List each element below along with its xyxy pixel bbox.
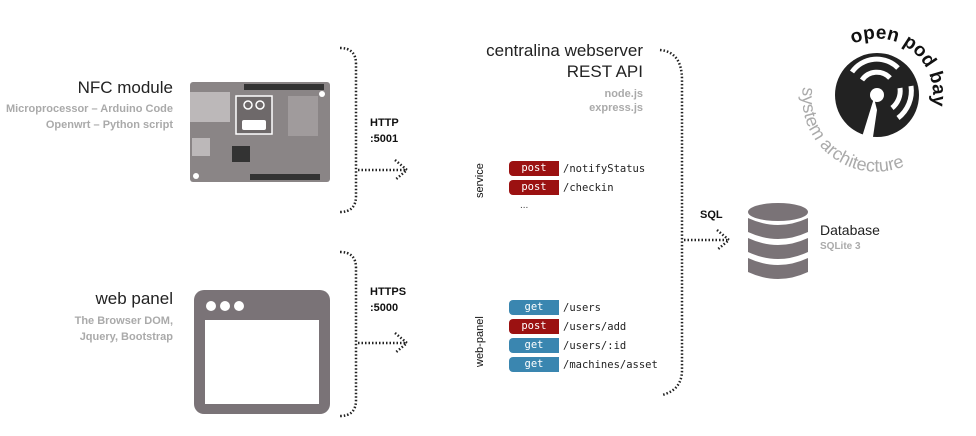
open-pod-bay-logo: open pod bay system architecture <box>798 22 949 175</box>
endpoint-path: /users <box>563 301 601 314</box>
bracket-web <box>339 250 358 418</box>
sql-label: SQL <box>700 209 723 221</box>
database-icon <box>748 203 808 279</box>
server-subtitle: REST API <box>566 62 643 81</box>
method-badge: get <box>509 357 559 372</box>
database-title: Database <box>820 222 880 238</box>
web-description: The Browser DOM, Jquery, Bootstrap <box>75 313 173 345</box>
endpoint-row[interactable]: get/machines/asset <box>509 357 658 372</box>
bracket-nfc <box>339 46 358 214</box>
method-badge: post <box>509 319 559 334</box>
tech-express: express.js <box>589 102 643 114</box>
http-port: :5001 <box>370 133 399 145</box>
service-label: service <box>474 163 486 198</box>
https-label: HTTPS :5000 <box>370 284 406 316</box>
browser-window-icon <box>194 290 330 414</box>
web-line2: Jquery, Bootstrap <box>79 331 173 343</box>
nfc-line2: Openwrt – Python script <box>45 119 173 131</box>
web-line1: The Browser DOM, <box>74 315 173 327</box>
endpoint-path: /notifyStatus <box>563 162 646 175</box>
endpoint-row[interactable]: post/checkin <box>509 180 614 195</box>
method-badge: post <box>509 161 559 176</box>
arrow-sql <box>684 229 731 251</box>
arrow-http <box>358 159 409 181</box>
web-title: web panel <box>95 289 173 308</box>
endpoint-path: /checkin <box>563 181 614 194</box>
more-endpoints: ... <box>520 200 529 211</box>
nfc-line1: Microprocessor – Arduino Code <box>5 103 173 115</box>
nfc-description: Microprocessor – Arduino Code Openwrt – … <box>6 101 173 133</box>
server-title: centralina webserver REST API <box>486 40 643 82</box>
https-proto: HTTPS <box>370 286 407 298</box>
server-name: centralina webserver <box>486 41 643 60</box>
server-tech: node.js express.js <box>589 87 643 115</box>
bracket-server <box>659 48 684 397</box>
arrow-https <box>358 332 409 354</box>
web-panel-label: web-panel <box>474 316 486 367</box>
method-badge: get <box>509 300 559 315</box>
nfc-title: NFC module <box>77 78 173 97</box>
method-badge: get <box>509 338 559 353</box>
http-proto: HTTP <box>370 117 399 129</box>
tech-node: node.js <box>604 88 643 100</box>
arduino-board-icon <box>190 82 330 182</box>
endpoint-row[interactable]: get/users/:id <box>509 338 626 353</box>
https-port: :5000 <box>370 302 399 314</box>
endpoint-path: /users/add <box>563 320 627 333</box>
endpoint-row[interactable]: get/users <box>509 300 601 315</box>
endpoint-path: /machines/asset <box>563 358 658 371</box>
endpoint-row[interactable]: post/users/add <box>509 319 626 334</box>
endpoint-path: /users/:id <box>563 339 627 352</box>
endpoint-row[interactable]: post/notifyStatus <box>509 161 645 176</box>
method-badge: post <box>509 180 559 195</box>
database-engine: SQLite 3 <box>820 241 861 252</box>
http-label: HTTP :5001 <box>370 115 399 147</box>
